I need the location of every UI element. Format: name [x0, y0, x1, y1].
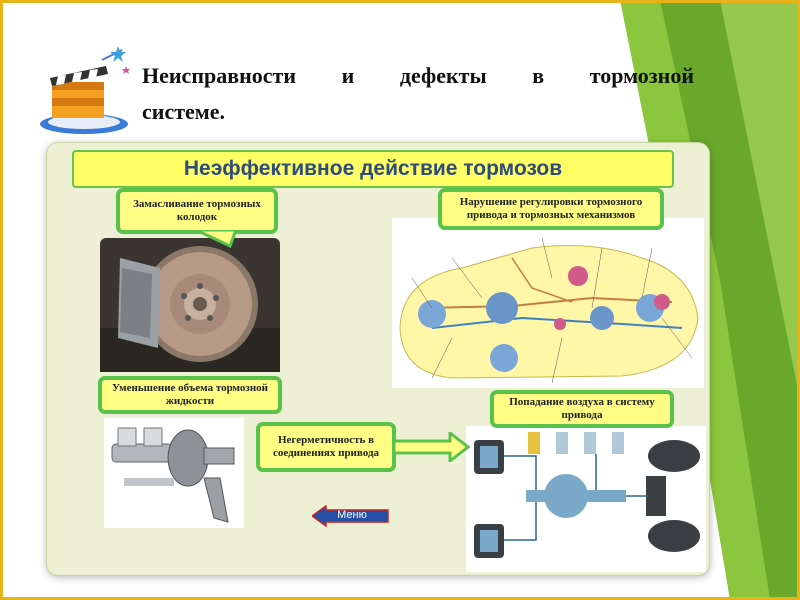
callout-text: Негерметичность в соединениях привода — [272, 434, 380, 459]
title-word: дефекты — [399, 63, 487, 88]
master-cylinder-diagram — [104, 418, 244, 528]
title-word: тормозной — [589, 63, 694, 88]
callout-text: Попадание воздуха в систему привода — [509, 396, 655, 421]
callout-air: Попадание воздуха в систему привода — [490, 390, 674, 428]
panel-title: Неэффективное действие тормозов — [72, 150, 674, 188]
clapperboard-icon — [40, 46, 130, 134]
arrow-right-icon — [394, 432, 470, 462]
title-word: Неисправности — [142, 63, 297, 88]
callout-text: Замасливание тормозных колодок — [133, 198, 261, 223]
menu-button-label[interactable]: Меню — [337, 509, 367, 521]
callout-fluid-volume: Уменьшение объема тормозной жидкости — [98, 376, 282, 414]
brake-disc-photo — [100, 238, 280, 372]
title-word: в — [532, 63, 545, 88]
title-line-2: системе. — [142, 99, 226, 124]
title-word: и — [341, 63, 355, 88]
callout-text: Нарушение регулировки тормозного привода… — [459, 196, 643, 221]
callout-text: Уменьшение объема тормозной жидкости — [111, 382, 269, 407]
menu-button[interactable] — [312, 505, 390, 527]
callout-pointer — [196, 230, 236, 248]
callout-pad-oiling: Замасливание тормозных колодок — [116, 188, 278, 234]
callout-leak: Негерметичность в соединениях привода — [256, 422, 396, 472]
hydraulic-schematic — [466, 426, 706, 572]
brake-system-car-diagram — [392, 218, 704, 388]
slide-title: Неисправности и дефекты в тормозной сист… — [142, 58, 694, 130]
callout-adjustment: Нарушение регулировки тормозного привода… — [438, 188, 664, 230]
